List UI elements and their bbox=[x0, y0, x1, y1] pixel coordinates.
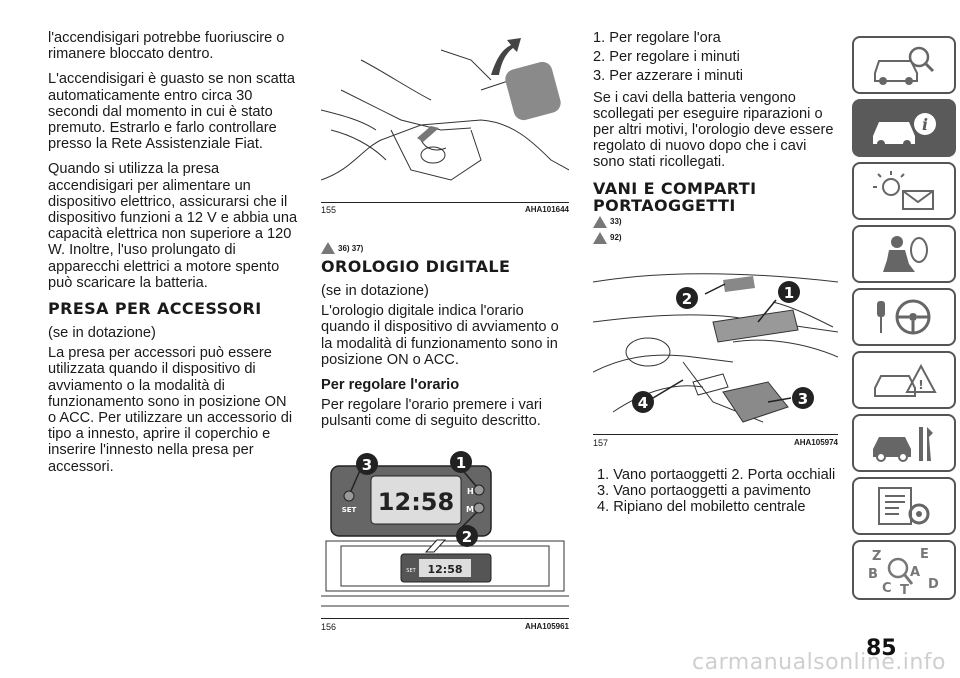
figure-157: 2 1 3 4 bbox=[593, 262, 838, 435]
alphabet-index-search-icon: Z E B A C T D bbox=[868, 547, 939, 596]
tab-car-search[interactable] bbox=[852, 36, 956, 94]
warning-triangle-icon bbox=[321, 242, 335, 254]
page-number: 85 bbox=[866, 636, 897, 661]
legend-line: 1. Vano portaoggetti 2. Porta occhiali bbox=[597, 467, 836, 483]
index-letter-z: Z bbox=[872, 549, 881, 564]
figure-155-caption: 155 AHA101644 bbox=[321, 205, 569, 215]
figure-157-caption: 157 AHA105974 bbox=[593, 438, 838, 448]
figure-code: AHA101644 bbox=[524, 205, 569, 214]
cigarette-lighter-illustration bbox=[321, 38, 569, 181]
car-crash-warning-icon: ! bbox=[874, 363, 937, 397]
figure-156-caption: 156 AHA105961 bbox=[321, 622, 569, 632]
tab-maintenance[interactable] bbox=[852, 414, 956, 472]
callout-1: 1 bbox=[456, 454, 466, 472]
h-label: H bbox=[467, 487, 474, 496]
column-right: 1. Per regolare l'ora 2. Per regolare i … bbox=[593, 30, 838, 248]
legend-line: 3. Vano portaoggetti a pavimento bbox=[597, 483, 811, 500]
callout-2: 2 bbox=[682, 290, 692, 308]
section-heading-orologio: OROLOGIO DIGITALE bbox=[321, 257, 511, 276]
digital-clock-illustration: 12:58 SET 12:58 SET H M 3 1 2 bbox=[321, 451, 569, 607]
index-letter-b: B bbox=[868, 567, 878, 582]
set-label: SET bbox=[342, 506, 357, 514]
figure-code: AHA105974 bbox=[793, 438, 838, 447]
tab-car-info[interactable]: i bbox=[852, 99, 956, 157]
figure-number: 157 bbox=[593, 438, 609, 448]
column-middle: 36) 37) OROLOGIO DIGITALE (se in dotazio… bbox=[321, 240, 571, 438]
paragraph: L'accendisigari è guasto se non scatta a… bbox=[48, 71, 295, 153]
index-letter-t: T bbox=[900, 583, 909, 596]
warning-triangle-icon bbox=[593, 215, 607, 228]
tab-specifications[interactable] bbox=[852, 477, 956, 535]
figure-number: 155 bbox=[321, 205, 337, 215]
tab-index[interactable]: Z E B A C T D bbox=[852, 540, 956, 600]
figure-157-legend: 1. Vano portaoggetti 2. Porta occhiali 3… bbox=[593, 467, 838, 516]
warning-ref: 33) bbox=[593, 215, 838, 228]
paragraph: Quando si utilizza la presa accendisigar… bbox=[48, 161, 298, 291]
figure-156: 12:58 SET 12:58 SET H M 3 1 2 bbox=[321, 446, 569, 619]
list-item: 2. Per regolare i minuti bbox=[593, 49, 740, 66]
airbag-person-icon bbox=[883, 236, 928, 272]
warning-light-mail-icon bbox=[873, 171, 934, 210]
small-clock-time: 12:58 bbox=[427, 563, 462, 576]
paragraph: La presa per accessori può essere utiliz… bbox=[48, 345, 293, 475]
paragraph: L'orologio digitale indica l'orario quan… bbox=[321, 303, 559, 368]
figure-155 bbox=[321, 30, 569, 203]
index-letter-e: E bbox=[920, 547, 929, 562]
paragraph: l'accendisigari potrebbe fuoriuscire o r… bbox=[48, 30, 285, 63]
storage-compartments-illustration: 2 1 3 4 bbox=[593, 273, 838, 423]
list-item: 3. Per azzerare i minuti bbox=[593, 68, 744, 85]
svg-text:i: i bbox=[922, 115, 928, 134]
caution-ref: 92) bbox=[593, 231, 838, 244]
legend-line: 4. Ripiano del mobiletto centrale bbox=[597, 499, 806, 516]
car-search-icon bbox=[874, 46, 935, 85]
index-letter-c: C bbox=[882, 581, 892, 596]
tab-warning-lights[interactable] bbox=[852, 162, 956, 220]
figure-number: 156 bbox=[321, 622, 337, 632]
tab-emergency[interactable]: ! bbox=[852, 351, 956, 409]
car-info-icon: i bbox=[873, 113, 936, 148]
callout-1: 1 bbox=[784, 284, 794, 302]
figure-code: AHA105961 bbox=[524, 622, 569, 631]
subheading: Per regolare l'orario bbox=[321, 377, 460, 394]
index-letter-a: A bbox=[910, 565, 920, 580]
paragraph: (se in dotazione) bbox=[321, 283, 429, 299]
column-left: l'accendisigari potrebbe fuoriuscire o r… bbox=[48, 30, 298, 484]
clock-display-time: 12:58 bbox=[378, 488, 454, 516]
paragraph: Se i cavi della batteria vengono scolleg… bbox=[593, 89, 834, 171]
section-heading-vani: VANI E COMPARTI PORTAOGGETTI bbox=[593, 178, 757, 215]
callout-2: 2 bbox=[462, 528, 472, 546]
specs-list-gear-icon bbox=[878, 487, 930, 525]
warning-refs: 36) 37) bbox=[321, 242, 571, 254]
caution-icon bbox=[593, 231, 607, 244]
tab-starting-driving[interactable] bbox=[852, 288, 956, 346]
index-letter-d: D bbox=[928, 577, 939, 592]
tab-safety[interactable] bbox=[852, 225, 956, 283]
set-button-illustration bbox=[343, 490, 355, 502]
callout-3: 3 bbox=[362, 456, 372, 474]
paragraph: Per regolare l'orario premere i vari pul… bbox=[321, 397, 542, 430]
svg-text:!: ! bbox=[918, 378, 923, 392]
section-heading-presa: PRESA PER ACCESSORI bbox=[48, 299, 262, 319]
list-item: 1. Per regolare l'ora bbox=[593, 30, 721, 46]
watermark: carmanualsonline.info bbox=[692, 650, 946, 675]
m-label: M bbox=[466, 505, 474, 514]
callout-3: 3 bbox=[798, 390, 808, 408]
paragraph: (se in dotazione) bbox=[48, 325, 156, 342]
car-service-tools-icon bbox=[873, 427, 933, 462]
small-set-label: SET bbox=[406, 568, 416, 574]
callout-4: 4 bbox=[638, 394, 648, 412]
h-button-illustration bbox=[473, 484, 485, 496]
m-button-illustration bbox=[473, 502, 485, 514]
key-steering-wheel-icon bbox=[877, 299, 931, 335]
